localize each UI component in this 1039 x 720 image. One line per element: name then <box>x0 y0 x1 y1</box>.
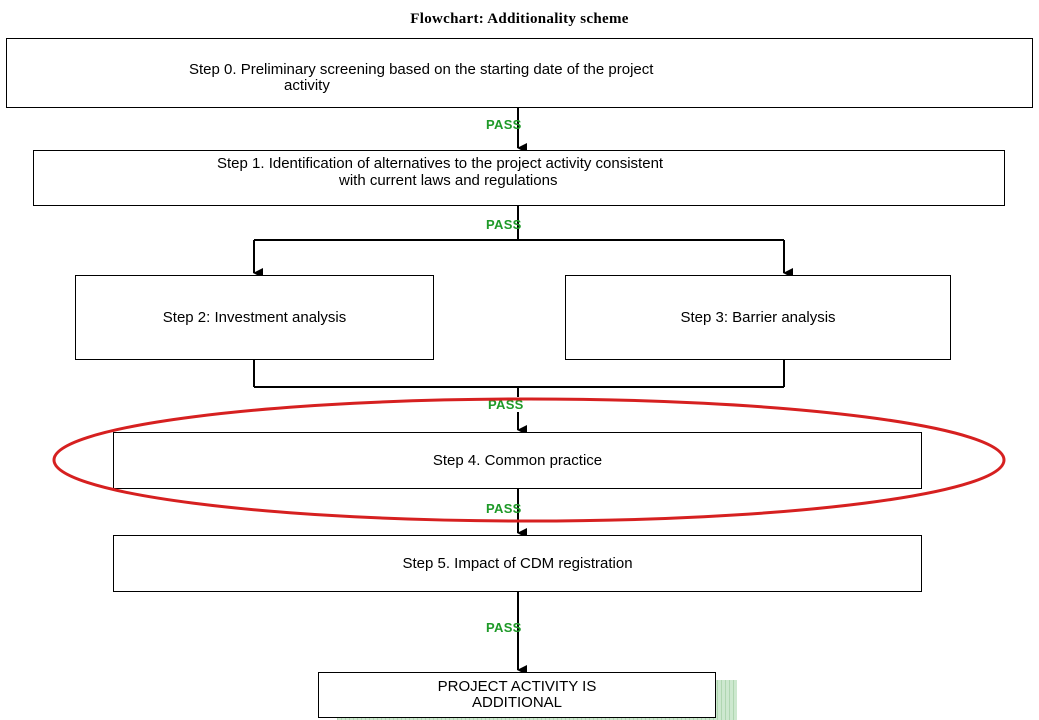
diagram-title: Flowchart: Additionality scheme <box>410 11 629 27</box>
pass-label-1: PASS <box>486 217 522 232</box>
step-0-line-2: activity <box>284 77 330 94</box>
pass-label-3: PASS <box>486 501 522 516</box>
step-0-line-1: Step 0. Preliminary screening based on t… <box>189 61 654 78</box>
result-line-2: ADDITIONAL <box>471 694 562 711</box>
step-2-box: Step 2: Investment analysis <box>75 275 434 360</box>
step-5-label: Step 5. Impact of CDM registration <box>402 555 633 572</box>
result-box: PROJECT ACTIVITY IS ADDITIONAL <box>318 672 716 718</box>
result-line-1: PROJECT ACTIVITY IS <box>437 678 597 695</box>
step-1-box: Step 1. Identification of alternatives t… <box>33 150 1005 206</box>
step-3-label: Step 3: Barrier analysis <box>680 309 836 326</box>
step-5-box: Step 5. Impact of CDM registration <box>113 535 922 592</box>
step-1-line-1: Step 1. Identification of alternatives t… <box>217 155 664 172</box>
step-4-box: Step 4. Common practice <box>113 432 922 489</box>
step-0-box: Step 0. Preliminary screening based on t… <box>6 38 1033 108</box>
step-3-box: Step 3: Barrier analysis <box>565 275 951 360</box>
step-2-label: Step 2: Investment analysis <box>162 309 347 326</box>
step-1-line-2: with current laws and regulations <box>339 172 558 189</box>
pass-label-2: PASS <box>486 397 526 412</box>
step-4-label: Step 4. Common practice <box>432 452 603 469</box>
pass-label-0: PASS <box>486 117 522 132</box>
pass-label-4: PASS <box>486 620 522 635</box>
